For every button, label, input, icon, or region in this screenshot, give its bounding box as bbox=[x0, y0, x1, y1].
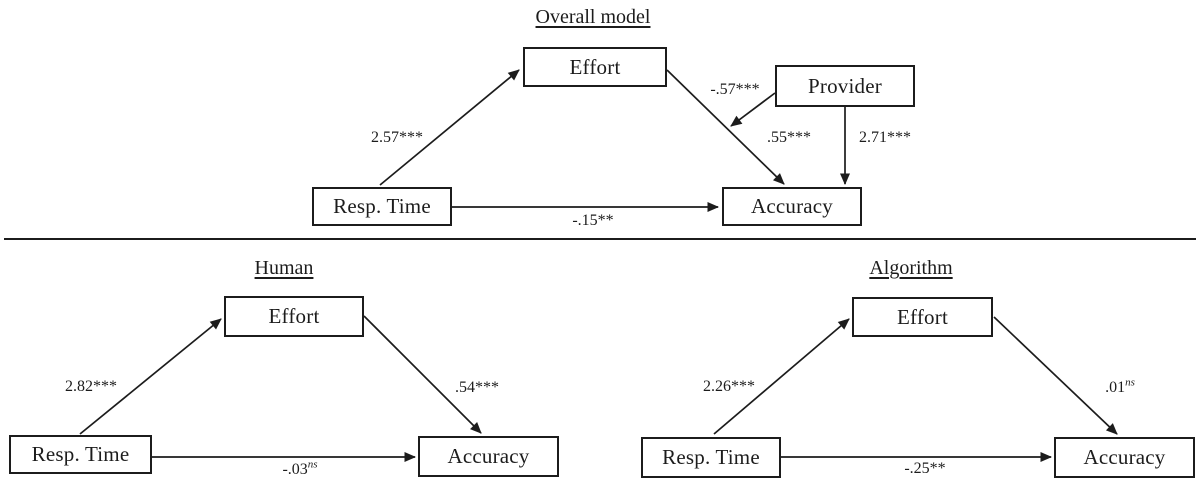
node-accuracy-human: Accuracy bbox=[418, 436, 559, 477]
arrow-effort-to-accuracy-human bbox=[363, 315, 482, 434]
coef-value: 2.71*** bbox=[859, 129, 911, 146]
node-effort-algorithm: Effort bbox=[852, 297, 993, 337]
coef-value: .01 bbox=[1105, 379, 1126, 396]
arrow-resptime-to-effort-human bbox=[79, 318, 222, 435]
coef-effort-accuracy-overall: .55*** bbox=[744, 129, 834, 147]
node-effort-overall: Effort bbox=[523, 47, 667, 87]
coef-rt-accuracy-overall: -.15** bbox=[548, 212, 638, 230]
coef-rt-effort-algorithm: 2.26*** bbox=[684, 378, 774, 396]
coef-rt-accuracy-human: -.03ns bbox=[255, 458, 345, 479]
coef-value: 2.57*** bbox=[371, 129, 423, 146]
node-resptime-human: Resp. Time bbox=[9, 435, 152, 474]
coef-rt-accuracy-algorithm: -.25** bbox=[880, 460, 970, 478]
coef-value: 2.26*** bbox=[703, 378, 755, 395]
coef-value: -.25** bbox=[904, 460, 946, 477]
node-accuracy-algorithm: Accuracy bbox=[1054, 437, 1195, 478]
panel-title-overall: Overall model bbox=[535, 6, 651, 28]
arrow-provider-moderation bbox=[730, 92, 776, 127]
coef-value: -.15** bbox=[572, 212, 614, 229]
coef-sup: ns bbox=[1125, 376, 1135, 389]
node-resptime-algorithm: Resp. Time bbox=[641, 437, 781, 478]
coef-value: 2.82*** bbox=[65, 378, 117, 395]
coef-sup: ns bbox=[307, 458, 318, 471]
coef-rt-effort-human: 2.82*** bbox=[46, 378, 136, 396]
arrow-effort-to-accuracy-algorithm bbox=[993, 316, 1118, 435]
arrow-resptime-to-effort-overall bbox=[379, 69, 520, 186]
coef-effort-accuracy-human: .54*** bbox=[432, 379, 522, 397]
arrow-resptime-to-effort-algorithm bbox=[713, 318, 850, 435]
panel-title-algorithm: Algorithm bbox=[869, 257, 953, 279]
coef-effort-accuracy-algorithm: .01ns bbox=[1075, 376, 1165, 397]
node-accuracy-overall: Accuracy bbox=[722, 187, 862, 226]
node-resptime-overall: Resp. Time bbox=[312, 187, 452, 226]
coef-provider-accuracy: 2.71*** bbox=[840, 129, 930, 147]
coef-value: -.03 bbox=[282, 461, 308, 478]
panel-title-human: Human bbox=[254, 257, 314, 279]
coef-value: .54*** bbox=[455, 379, 499, 396]
coef-provider-moderation: -.57*** bbox=[690, 81, 780, 99]
arrow-effort-to-accuracy-overall bbox=[666, 69, 785, 185]
coef-value: -.57*** bbox=[710, 81, 760, 98]
coef-value: .55*** bbox=[767, 129, 811, 146]
coef-rt-effort-overall: 2.57*** bbox=[352, 129, 442, 147]
section-divider bbox=[4, 238, 1196, 240]
node-effort-human: Effort bbox=[224, 296, 364, 337]
node-provider-overall: Provider bbox=[775, 65, 915, 107]
